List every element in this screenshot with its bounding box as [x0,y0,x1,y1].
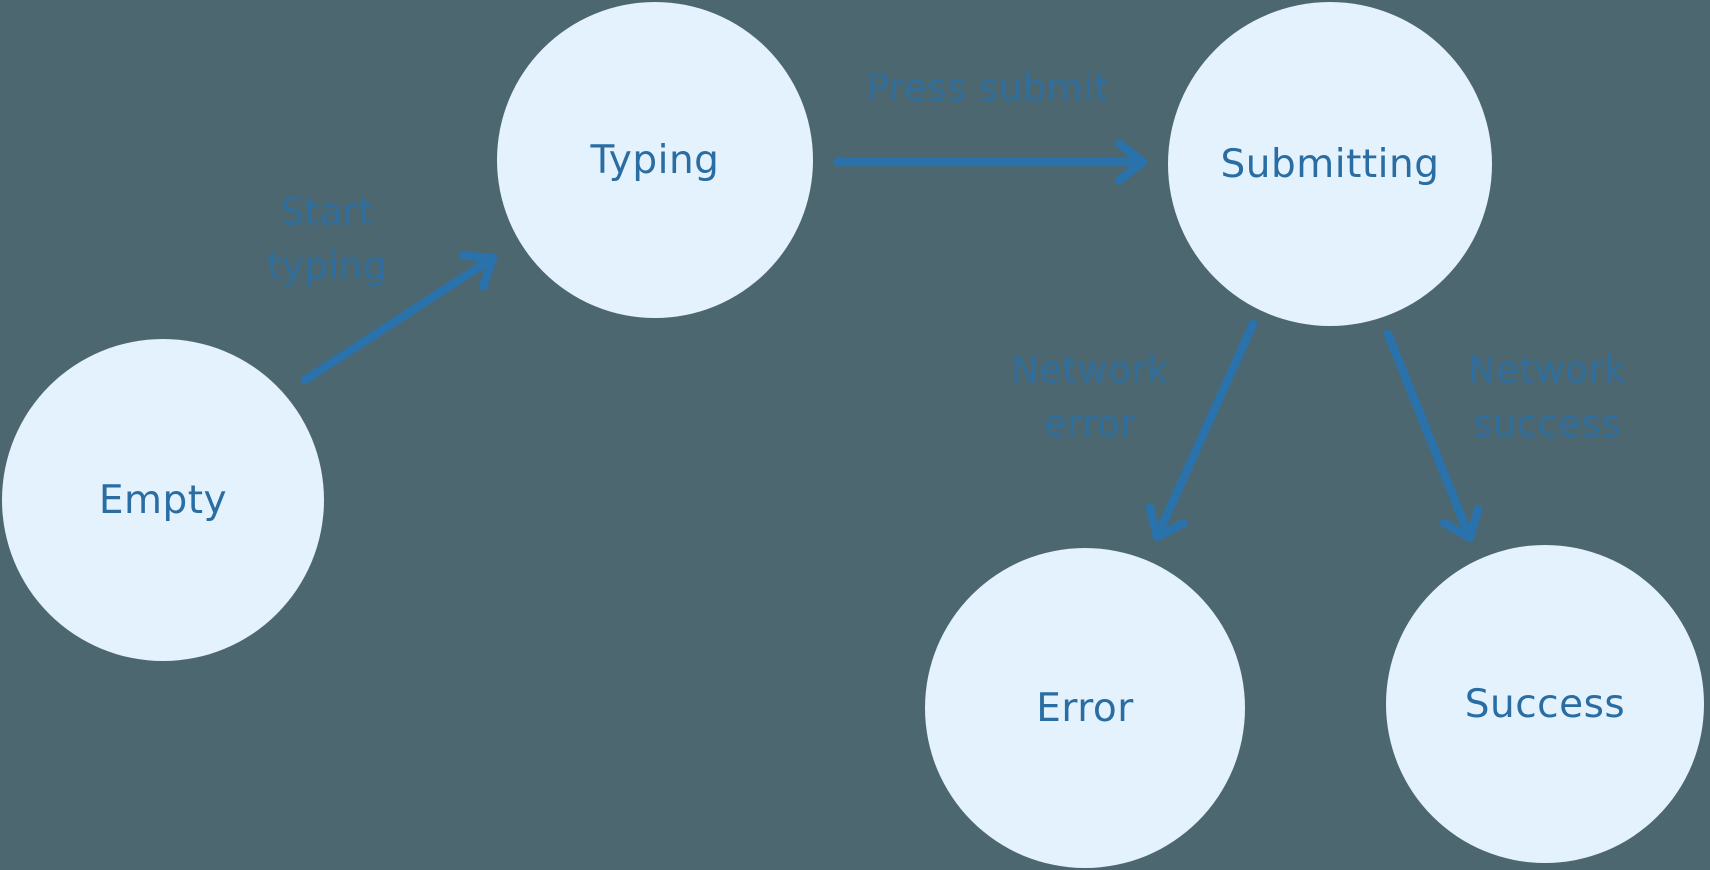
state-node-empty: Empty [2,339,324,661]
state-node-label-submitting: Submitting [1220,141,1440,187]
state-node-label-success: Success [1464,681,1626,727]
transition-arrow-network-success [1383,329,1483,543]
state-node-label-typing: Typing [590,137,720,183]
transition-label-network-success-line-0: Network [1468,348,1626,392]
arrowhead-icon [1439,504,1483,543]
transition-label-press-submit-line-0: Press submit [866,66,1110,110]
state-node-success: Success [1386,545,1704,863]
state-node-typing: Typing [497,2,813,318]
transition-arrow-press-submit [833,139,1148,185]
transition-label-network-error-line-0: Network [1011,348,1169,392]
transition-label-start-typing-line-1: typing [266,244,388,288]
state-node-submitting: Submitting [1168,2,1492,326]
transition-arrow-network-error [1145,319,1258,542]
transition-arrow-start-typing [300,251,498,385]
transition-label-network-error-line-1: error [1043,402,1137,446]
state-node-label-empty: Empty [98,477,228,523]
state-node-error: Error [925,548,1245,868]
arrowhead-icon [458,251,498,291]
transition-label-network-success-line-1: success [1472,402,1622,446]
arrowhead-icon [1145,503,1188,542]
state-node-label-error: Error [1036,685,1134,731]
arrowhead-icon [1115,139,1148,185]
transition-label-start-typing-line-0: Start [280,190,374,234]
